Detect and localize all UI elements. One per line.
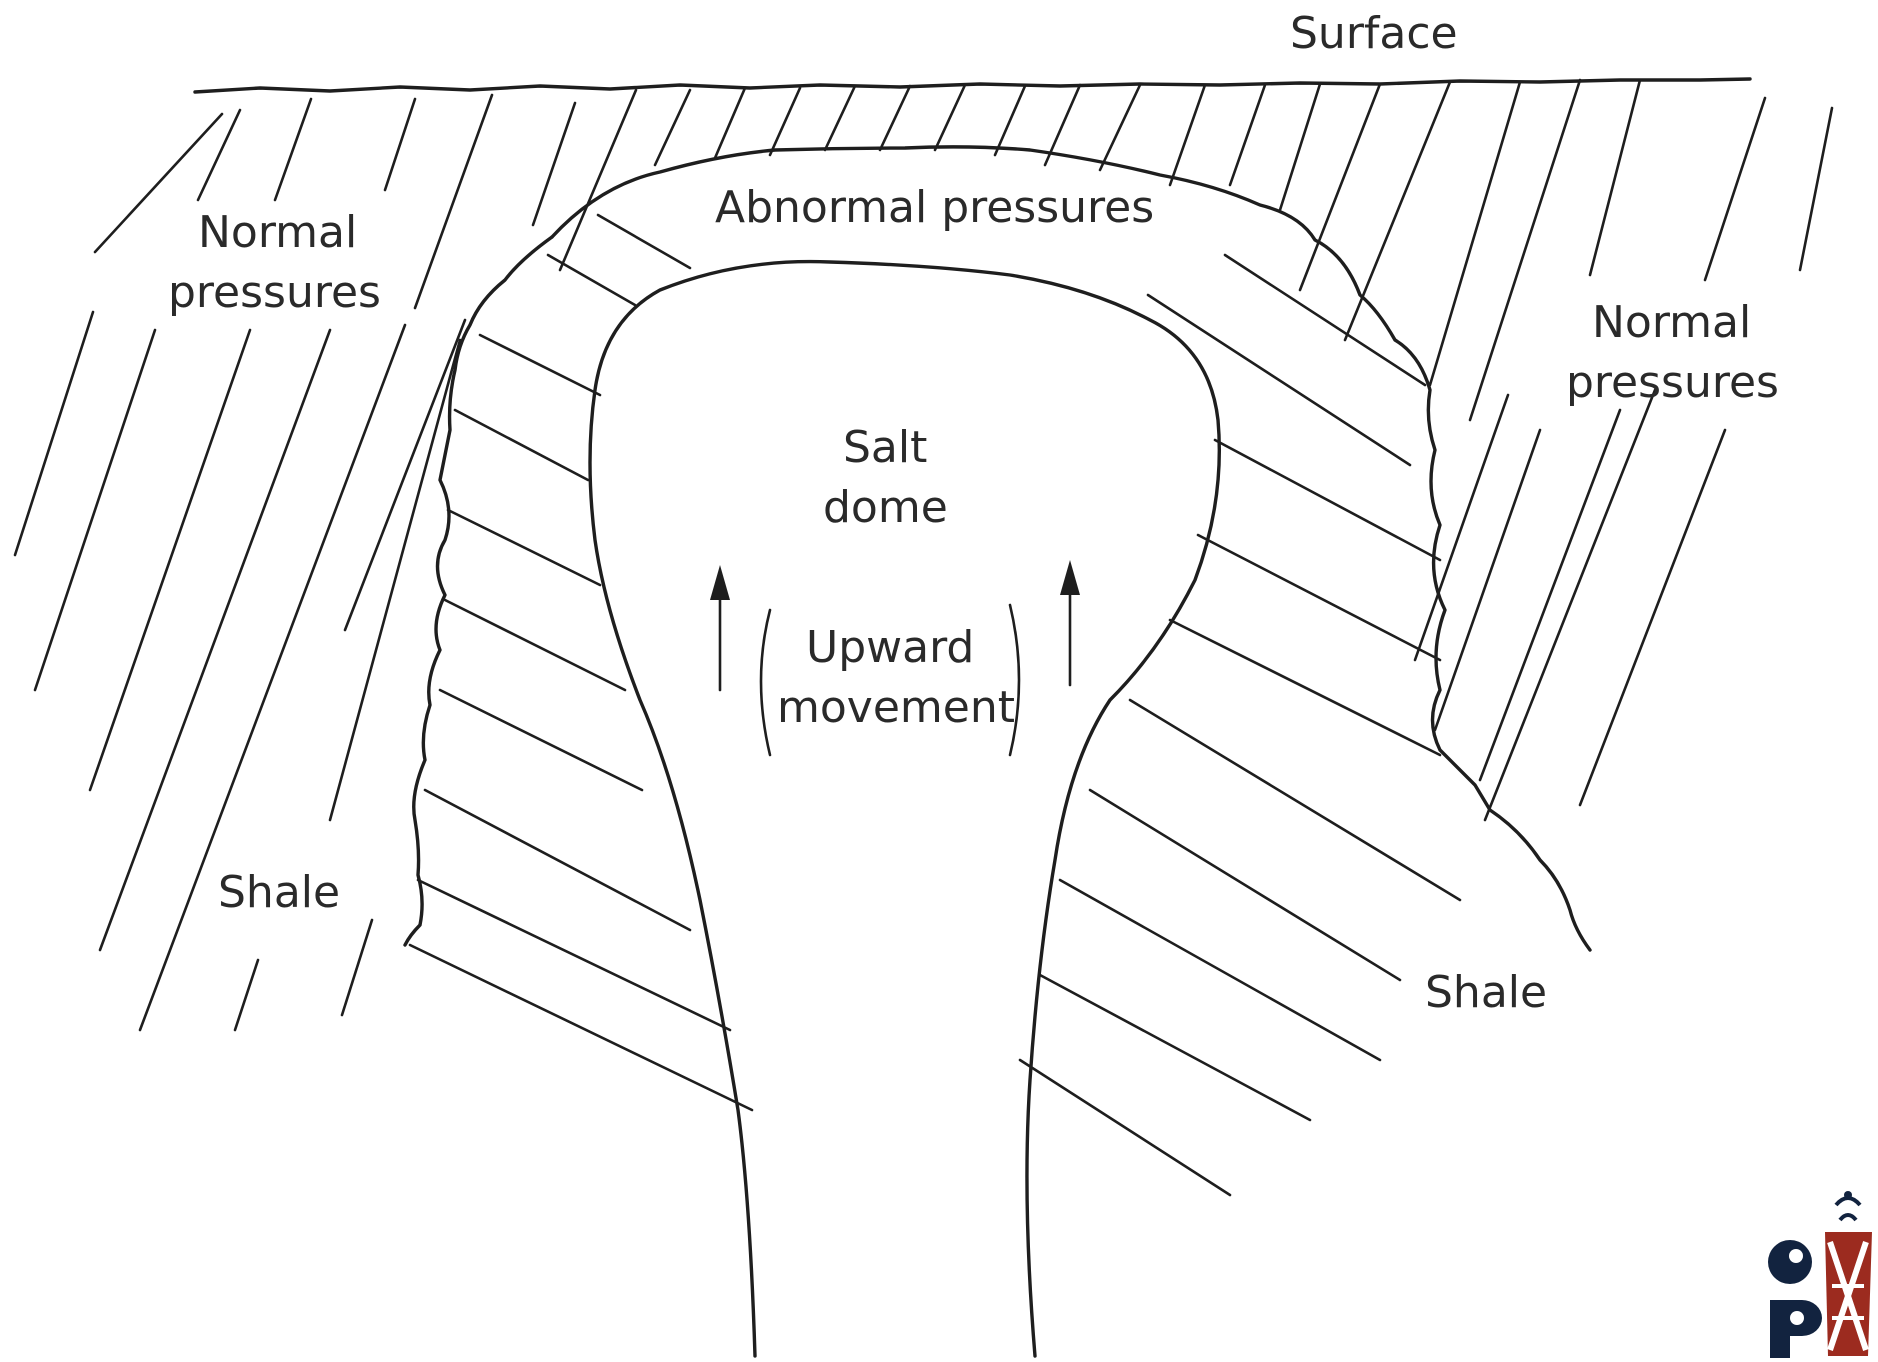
cap-hatching	[560, 84, 1320, 270]
abnormal-zone-left-hatching	[410, 215, 752, 1110]
normal-pressures-right-label-1: Normal	[1592, 297, 1751, 348]
left-parenthesis	[761, 610, 770, 755]
shale-right-label: Shale	[1425, 967, 1547, 1018]
surface-label: Surface	[1290, 8, 1458, 59]
normal-pressures-left-label-1: Normal	[198, 207, 357, 258]
upward-movement-label-2: movement	[777, 682, 1015, 733]
abnormal-zone-left-boundary	[405, 237, 552, 945]
salt-dome-label-1: Salt	[843, 422, 927, 473]
shale-left-label: Shale	[218, 867, 340, 918]
normal-pressures-left-label-2: pressures	[168, 267, 381, 318]
abnormal-zone-outer-boundary	[552, 147, 1590, 950]
opx-logo	[1768, 1191, 1872, 1358]
upward-movement-label-1: Upward	[806, 622, 974, 673]
salt-dome-label-2: dome	[823, 482, 948, 533]
abnormal-zone-right-hatching	[1020, 255, 1460, 1195]
normal-pressures-right-label-2: pressures	[1566, 357, 1779, 408]
upward-arrow-left	[710, 565, 730, 690]
upward-arrow-right	[1060, 560, 1080, 685]
right-normal-pressure-hatching	[1300, 80, 1832, 820]
abnormal-pressures-label: Abnormal pressures	[715, 182, 1154, 233]
